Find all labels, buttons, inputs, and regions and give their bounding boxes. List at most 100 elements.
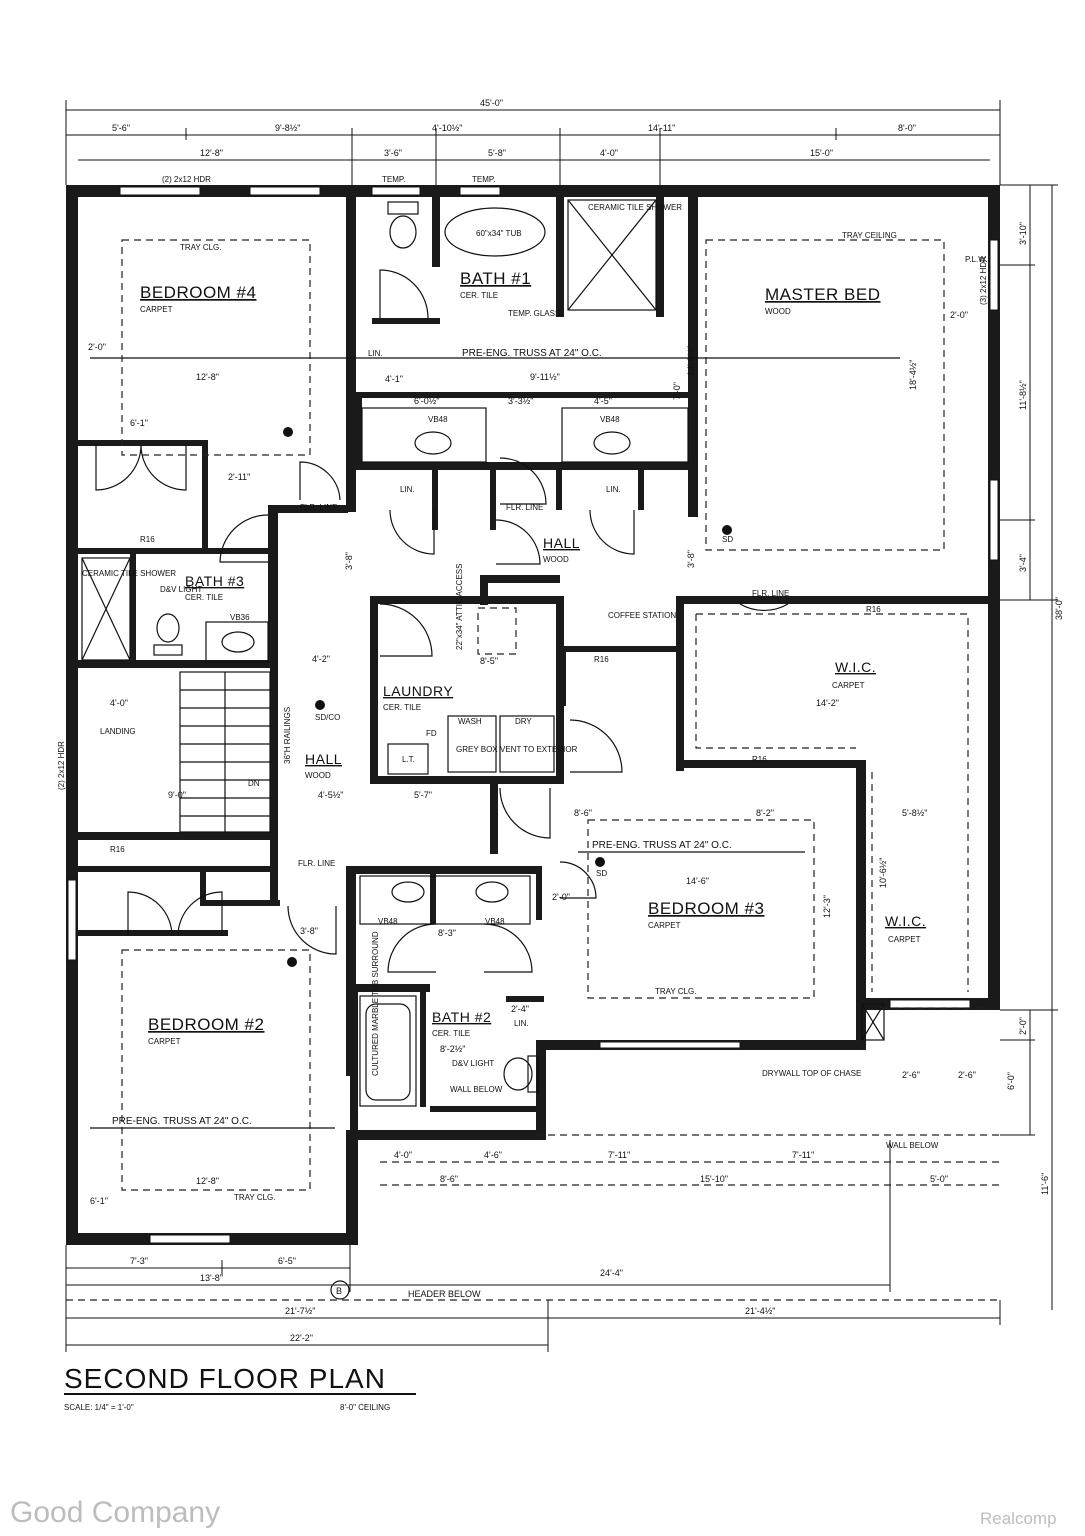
dim-inner: 3'-8" xyxy=(300,926,318,936)
bath1-shower xyxy=(567,199,657,311)
laundry-fd: FD xyxy=(426,729,437,738)
title-block: SECOND FLOOR PLAN SCALE: 1/4" = 1'-0" 8'… xyxy=(64,1363,416,1412)
dim-right-overall: 38'-0" xyxy=(1054,597,1064,620)
master-floor: WOOD xyxy=(765,307,791,316)
drywall-chase-note: DRYWALL TOP OF CHASE xyxy=(762,1069,861,1078)
door-bath1 xyxy=(379,269,429,319)
dim-inner: 2'-4" xyxy=(511,1004,529,1014)
r16-5: R16 xyxy=(110,845,125,854)
bath2-wall-below: WALL BELOW xyxy=(450,1085,503,1094)
bedroom2-floor: CARPET xyxy=(148,1037,181,1046)
dim-inner: 8'-6" xyxy=(574,808,592,818)
laundry-lt: L.T. xyxy=(402,755,415,764)
dim-inner: 4'-0" xyxy=(110,698,128,708)
laundry-attic: 22"x34" ATTIC ACCESS xyxy=(455,564,464,650)
bath1-toilet-bowl xyxy=(389,215,417,249)
bath3-shower: CERAMIC TILE SHOWER xyxy=(82,569,176,578)
plw-note: P.L.W. xyxy=(965,255,988,264)
sd-co-note: SD/CO xyxy=(315,713,340,722)
truss-note-bottom: PRE-ENG. TRUSS AT 24" O.C. xyxy=(112,1116,252,1127)
dim-top-5: 8'-0" xyxy=(898,123,916,133)
dim-inner: 12'-8" xyxy=(196,372,219,382)
plan-scale: SCALE: 1/4" = 1'-0" xyxy=(64,1403,134,1412)
laundry-name: LAUNDRY xyxy=(383,683,453,699)
dim-inner: 2'-11" xyxy=(228,472,250,482)
dim-inner: 8'-6" xyxy=(440,1174,458,1184)
dim-inner: 8'-2" xyxy=(756,808,774,818)
dim-bottom-5: 21'-7½" xyxy=(285,1306,315,1316)
hall-lower-floor: WOOD xyxy=(305,771,331,780)
vb48-4: VB48 xyxy=(485,917,505,926)
plan-notes: PRE-ENG. TRUSS AT 24" O.C. PRE-ENG. TRUS… xyxy=(57,175,988,1150)
coffee-station: COFFEE STATION xyxy=(608,611,676,620)
dim-bottom-6: 21'-4½" xyxy=(745,1306,775,1316)
dim-bottom-2: 6'-5" xyxy=(278,1256,296,1266)
bedroom3-name: BEDROOM #3 xyxy=(648,899,764,918)
section-marker-label: B xyxy=(336,1286,342,1296)
bath3-name: BATH #3 xyxy=(185,573,244,589)
bedroom4-ceiling: TRAY CLG. xyxy=(180,243,222,252)
bedroom4-name: BEDROOM #4 xyxy=(140,283,256,302)
smoke-detector-icon xyxy=(283,427,293,437)
dim-inner: 2'-0" xyxy=(552,892,570,902)
dim-overall-width: 45'-0" xyxy=(480,98,503,108)
watermark-right: Realcomp xyxy=(980,1509,1057,1528)
flr-line-4: FLR. LINE xyxy=(298,859,335,868)
bath1-shower-label: CERAMIC TILE SHOWER xyxy=(588,203,682,212)
landing-label: LANDING xyxy=(100,727,136,736)
dim-bottom-3: 13'-8" xyxy=(200,1273,223,1283)
bedroom4-floor: CARPET xyxy=(140,305,173,314)
bedroom3-floor: CARPET xyxy=(648,921,681,930)
dim-inner: 14'-8½" xyxy=(686,346,696,376)
dim-inner: 4'-5" xyxy=(594,396,612,406)
right-dimensions: 3'-10" 11'-8½" 3'-4" 38'-0" 2'-0" 6'-0" … xyxy=(1000,184,1064,1310)
plan-ceiling-height: 8'-0" CEILING xyxy=(340,1403,390,1412)
flr-line-1: FLR. LINE xyxy=(300,503,337,512)
dim-inner: 15'-10" xyxy=(700,1174,728,1184)
dim-inner: 2'-0" xyxy=(88,342,106,352)
dim-inner: 2'-6" xyxy=(958,1070,976,1080)
temp-note-2: TEMP. xyxy=(472,175,495,184)
dim-inner: 4'-6" xyxy=(484,1150,502,1160)
laundry-vent: VENT TO EXTERIOR xyxy=(500,745,578,754)
dim-inner: 18'-4½" xyxy=(908,360,918,390)
doors xyxy=(95,269,789,973)
bath1-name: BATH #1 xyxy=(460,269,531,288)
master-name: MASTER BED xyxy=(765,285,881,304)
windows xyxy=(67,186,999,1244)
wic3-floor: CARPET xyxy=(888,935,921,944)
wall-below-note: WALL BELOW xyxy=(886,1141,939,1150)
wic-master-floor: CARPET xyxy=(832,681,865,690)
dim-inner: 2'-6" xyxy=(902,1070,920,1080)
dim-inner: 5'-7" xyxy=(414,790,432,800)
lin-1: LIN. xyxy=(368,349,383,358)
dim-inner: 6'-0½" xyxy=(414,396,439,406)
dim-bottom-1: 7'-3" xyxy=(130,1256,148,1266)
dim-inner: 2'-0" xyxy=(950,310,968,320)
truss-note-mid: PRE-ENG. TRUSS AT 24" O.C. xyxy=(592,840,732,851)
bath1-tub xyxy=(444,207,546,257)
dim-inner: 5'-8½" xyxy=(902,808,927,818)
bath3-light: D&V LIGHT xyxy=(160,585,202,594)
bath1-floor: CER. TILE xyxy=(460,291,498,300)
top-dimensions: 45'-0" 5'-6" 9'-8½" 4'-10½" 14'-11" 8'-0… xyxy=(65,98,1001,185)
lin-4: LIN. xyxy=(514,1019,529,1028)
door-bath3 xyxy=(219,514,269,563)
dim-right-7: 11'-6" xyxy=(1040,1173,1050,1195)
bedroom2-ceiling: TRAY CLG. xyxy=(234,1193,276,1202)
hall-upper-name: HALL xyxy=(543,535,580,551)
dim-inner: 9'-0" xyxy=(168,790,186,800)
vb48-1: VB48 xyxy=(428,415,448,424)
vb48-2: VB48 xyxy=(600,415,620,424)
door-laundry xyxy=(379,603,433,657)
r16-4: R16 xyxy=(752,755,767,764)
bottom-dimensions: 7'-3" 6'-5" 13'-8" 24'-4" 21'-7½" 21'-4½… xyxy=(65,1140,1001,1352)
dim-inner: 6'-1" xyxy=(90,1196,108,1206)
dim-inner: 3'-8" xyxy=(686,550,696,568)
dim-inner: 8'-5" xyxy=(480,656,498,666)
lin-2: LIN. xyxy=(400,485,415,494)
smoke-detector-icon xyxy=(287,957,297,967)
bedroom2-name: BEDROOM #2 xyxy=(148,1015,264,1034)
r16-3: R16 xyxy=(866,605,881,614)
